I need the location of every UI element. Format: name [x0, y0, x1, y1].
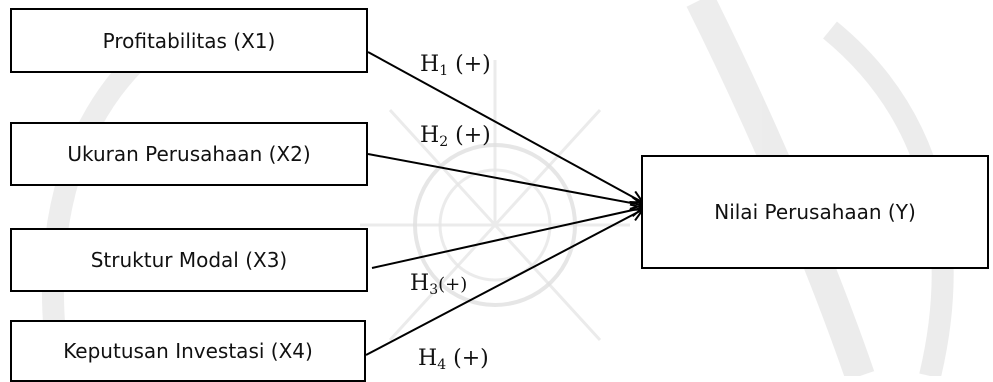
arrow-h3 [371, 208, 642, 269]
hypothesis-label-h2: H2 (+) [420, 123, 491, 150]
variable-box-x3: Struktur Modal (X3) [10, 228, 368, 292]
variable-box-x2: Ukuran Perusahaan (X2) [10, 122, 368, 186]
variable-label-y: Nilai Perusahaan (Y) [714, 200, 916, 224]
variable-label-x3: Struktur Modal (X3) [90, 248, 288, 272]
variable-box-x1: Profitabilitas (X1) [10, 8, 368, 73]
hypothesis-label-h4: H4 (+) [418, 346, 489, 373]
variable-label-x1: Profitabilitas (X1) [102, 28, 276, 53]
hypothesis-label-h3: H3(+) [410, 271, 468, 298]
arrow-h4 [365, 210, 642, 356]
variable-label-x4: Keputusan Investasi (X4) [63, 339, 313, 363]
variable-label-x2: Ukuran Perusahaan (X2) [67, 142, 311, 166]
arrow-h2 [367, 153, 642, 205]
variable-box-y: Nilai Perusahaan (Y) [641, 155, 989, 269]
hypothesis-label-h1: H1 (+) [420, 52, 491, 79]
variable-box-x4: Keputusan Investasi (X4) [10, 320, 366, 382]
arrow-h1 [367, 51, 642, 202]
